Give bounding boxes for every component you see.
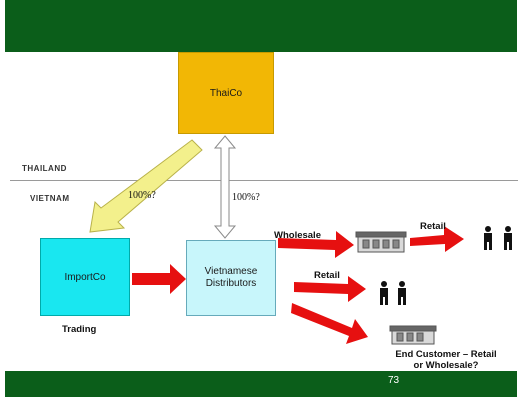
box-thaico: ThaiCo bbox=[178, 52, 274, 134]
page-number: 73 bbox=[388, 375, 400, 386]
end-customer-line1: End Customer – Retail bbox=[395, 349, 497, 360]
people-icon-retail-top bbox=[484, 226, 512, 250]
label-wholesale: Wholesale bbox=[274, 230, 321, 241]
label-end-customer: End Customer – Retail or Wholesale? bbox=[386, 349, 506, 371]
header-bar bbox=[5, 0, 517, 52]
label-trading: Trading bbox=[62, 324, 97, 335]
label-thailand: THAILAND bbox=[22, 164, 67, 173]
arrow-to-wholesale bbox=[278, 231, 354, 258]
box-importco: ImportCo bbox=[40, 238, 130, 316]
label-retail-mid: Retail bbox=[314, 270, 340, 281]
arrow-thaico-distributors bbox=[213, 135, 237, 239]
footer-bar bbox=[5, 371, 517, 397]
country-divider-line bbox=[10, 180, 518, 181]
label-vietnam: VIETNAM bbox=[30, 194, 70, 203]
label-pct-importco: 100%? bbox=[128, 190, 156, 201]
box-vietnamese-distributors: Vietnamese Distributors bbox=[186, 240, 276, 316]
arrow-thaico-to-importco bbox=[89, 139, 203, 233]
label-retail-top: Retail bbox=[420, 221, 446, 232]
end-customer-line2: or Wholesale? bbox=[413, 360, 479, 371]
people-icon-retail-mid bbox=[380, 281, 406, 305]
distributors-label-line2: Distributors bbox=[205, 278, 257, 289]
shop-icon-wholesale bbox=[355, 231, 407, 253]
arrow-to-retail-top bbox=[410, 226, 464, 252]
label-pct-distributors: 100%? bbox=[232, 192, 260, 203]
arrow-to-end-customer bbox=[291, 303, 368, 344]
shop-icon-end-customer bbox=[389, 325, 437, 345]
arrow-to-retail-mid bbox=[294, 276, 366, 302]
arrow-importco-to-distributors bbox=[132, 264, 186, 294]
thaico-label: ThaiCo bbox=[209, 87, 243, 99]
importco-label: ImportCo bbox=[64, 271, 106, 283]
distributors-label-line1: Vietnamese bbox=[204, 266, 258, 277]
